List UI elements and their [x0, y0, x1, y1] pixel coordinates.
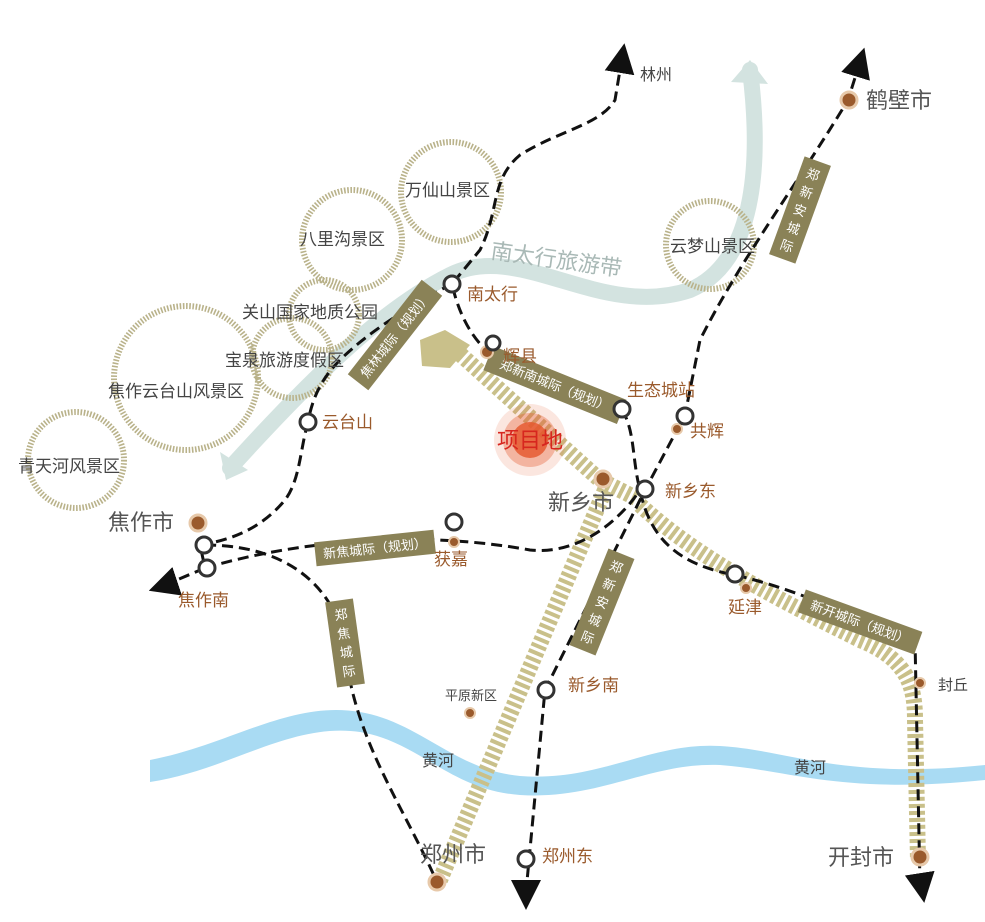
label-zxa-s-c1: 新: [600, 575, 618, 595]
station-huixian: 辉县: [503, 347, 537, 367]
zhengzhoudong-station-icon: [516, 849, 536, 869]
station-nantaihang: 南太行: [467, 285, 518, 305]
yellow-river: [150, 709, 985, 796]
huojia-station-icon: [444, 512, 464, 532]
scenic-guanshan: 关山国家地质公园: [242, 303, 378, 323]
scenic-qingtianhe: 青天河风景区: [18, 457, 120, 477]
city-xinxiang: 新乡市: [548, 491, 614, 516]
hebi-dot: [839, 90, 859, 110]
scenic-yuntai: 焦作云台山风景区: [108, 382, 244, 402]
label-zhengxinan-north: 郑 新 安 城 际: [769, 156, 831, 264]
planned-line-xinkai: [634, 499, 926, 861]
tourism-belt-arrow-sw: [220, 452, 248, 480]
xinxiang-dot: [593, 469, 613, 489]
label-zxa-n-c4: 际: [778, 238, 795, 257]
scenic-ring-yuntai: [111, 303, 261, 453]
station-gonghui: 共辉: [690, 422, 724, 442]
city-kaifeng: 开封市: [828, 846, 894, 871]
river-label-left: 黄河: [422, 751, 454, 770]
river-label-right: 黄河: [794, 758, 826, 777]
city-hebi: 鹤壁市: [866, 89, 932, 114]
station-jiaozuonan: 焦作南: [178, 591, 229, 611]
jiaozuonan-arrow-tip: [148, 567, 182, 596]
station-fengqiu: 封丘: [938, 676, 968, 694]
label-zxa-s-c4: 际: [578, 629, 596, 648]
station-pingyuan: 平原新区: [445, 688, 497, 704]
label-zhengjiao-c2: 城: [339, 645, 354, 662]
label-zxa-n-c2: 安: [791, 202, 808, 221]
huojia-dot: [448, 536, 460, 548]
yuntaishan-station-icon: [298, 412, 318, 432]
label-zxa-n-c1: 新: [797, 183, 815, 202]
tourism-belt-arrow-ne: [731, 60, 768, 84]
station-yuntaishan: 云台山: [322, 413, 373, 433]
kaifeng-dot: [910, 847, 930, 867]
scenic-wanxian: 万仙山景区: [405, 181, 490, 201]
label-zxa-s-c0: 郑: [607, 559, 625, 578]
zhengzhou-dot: [427, 872, 447, 892]
station-markers: [188, 90, 930, 892]
scenic-baoquan: 宝泉旅游度假区: [225, 351, 344, 371]
scenic-yunmeng: 云梦山景区: [670, 237, 755, 257]
station-linzhou: 林州: [640, 65, 672, 84]
rail-xinjiao: [204, 489, 642, 570]
jiaolin-corner-block: [420, 330, 470, 368]
label-zxa-s-c3: 城: [585, 612, 603, 631]
rail-station-icons: [194, 274, 745, 869]
xinxiangnan-station-icon: [536, 680, 556, 700]
label-zxa-n-c0: 郑: [804, 166, 821, 185]
jiaozuonan-station-icon: [197, 558, 217, 578]
station-huojia: 获嘉: [434, 550, 468, 570]
label-zhengjiao-c1: 焦: [336, 626, 351, 643]
pingyuan-dot: [464, 707, 476, 719]
hebi-arrow-tip: [841, 47, 870, 81]
kaifeng-arrow-tip: [904, 870, 935, 903]
label-zxa-n-c3: 城: [784, 220, 801, 239]
line-labels: 焦林城际（规划） 郑新南城际（规划） 新焦城际（规划） 新开城际（规划） 郑 焦…: [314, 156, 923, 688]
planned-line-zhengzhou-xinxiang: [432, 486, 613, 884]
scenic-ring-qingtianhe: [25, 409, 127, 511]
huixian-station-icon: [484, 334, 502, 352]
jiaozuo-dot: [188, 513, 208, 533]
station-xinxiangnan: 新乡南: [568, 676, 619, 696]
label-zhengjiao: 郑 焦 城 际: [325, 598, 365, 688]
fengqiu-dot: [914, 677, 926, 689]
station-shengtai: 生态城站: [627, 381, 695, 401]
station-zhengzhoudong: 郑州东: [542, 847, 593, 867]
tourism-belt: [222, 62, 763, 476]
label-zhengxinan-south: 郑 新 安 城 际: [569, 548, 635, 656]
rail-jiaozuo: [164, 421, 310, 587]
scenic-ring-baligou: [299, 187, 405, 293]
scenic-ring-guanshan: [286, 277, 362, 353]
planned-line-zhengxinnan: [444, 339, 644, 508]
planned-lines: [432, 339, 926, 884]
shengtai-station-icon: [612, 399, 632, 419]
scenic-ring-wanxian: [398, 139, 504, 245]
label-zhengjiao-c0: 郑: [334, 607, 349, 624]
scenic-baligou: 八里沟景区: [300, 230, 385, 250]
gonghui-dot: [671, 423, 683, 435]
label-xinjiao: 新焦城际（规划）: [314, 529, 436, 567]
jiaozuo-station-icon-a: [194, 535, 214, 555]
project-site-marker: [494, 404, 566, 476]
yanjin-station-icon: [725, 564, 745, 584]
label-zhengjiao-c3: 际: [342, 664, 357, 681]
rail-hebi: [524, 61, 862, 893]
city-jiaozuo: 焦作市: [108, 511, 174, 536]
linzhou-arrow-tip: [604, 43, 635, 76]
nantaihang-station-icon: [442, 274, 462, 294]
station-xinxiangdong: 新乡东: [665, 482, 716, 502]
project-site-label: 项目地: [497, 429, 563, 454]
city-zhengzhou: 郑州市: [420, 843, 486, 868]
station-yanjin: 延津: [728, 598, 762, 618]
xinxiangdong-station-icon: [635, 479, 655, 499]
yanjin-dot: [740, 582, 752, 594]
scenic-ring-baoquan: [249, 315, 335, 401]
label-zxa-s-c2: 安: [593, 594, 611, 613]
gonghui-station-icon: [675, 406, 695, 426]
